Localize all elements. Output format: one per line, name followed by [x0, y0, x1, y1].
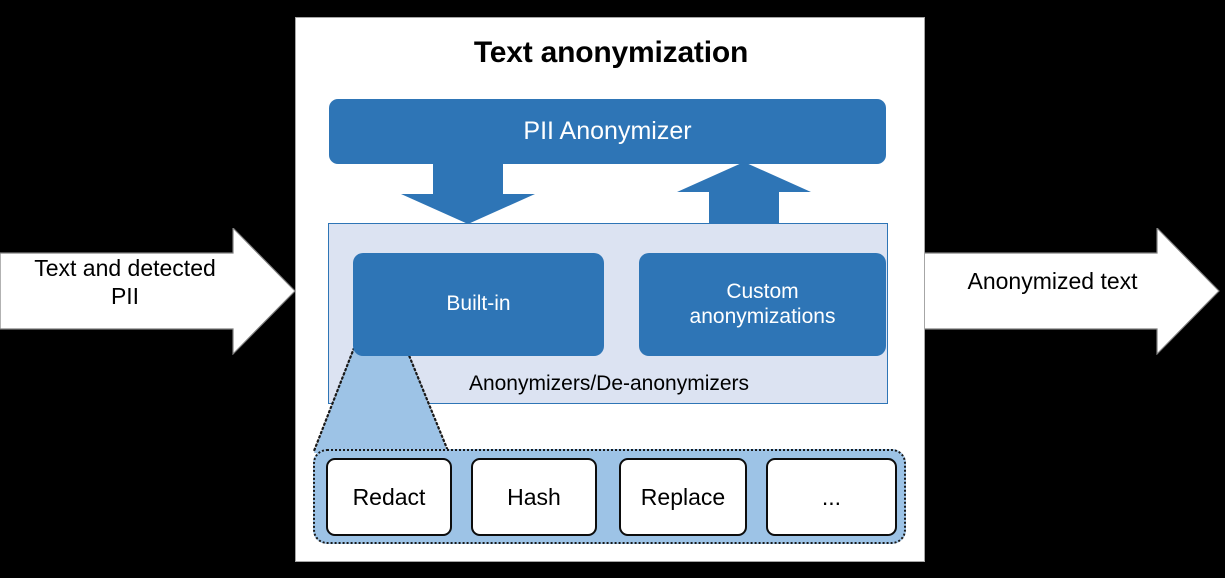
input-flow-label-line2: PII — [110, 282, 140, 309]
built-in-box[interactable]: Built-in — [353, 253, 604, 356]
method-label-more: ... — [821, 483, 842, 510]
custom-anonymizations-label: Custom anonymizations — [690, 280, 836, 330]
input-flow-label: Text and detected PII — [10, 255, 240, 310]
input-flow-label-line1: Text and detected — [34, 255, 216, 281]
method-box-redact[interactable]: Redact — [326, 458, 452, 536]
custom-anonymizations-box[interactable]: Custom anonymizations — [639, 253, 886, 356]
custom-anonymizations-label-line2: anonymizations — [689, 304, 836, 328]
built-in-label: Built-in — [446, 292, 511, 316]
anonymizers-container-label: Anonymizers/De-anonymizers — [468, 372, 750, 395]
down-block-arrow-icon — [401, 162, 535, 224]
method-label-redact: Redact — [352, 483, 426, 510]
method-box-replace[interactable]: Replace — [619, 458, 747, 536]
output-flow-label: Anonymized text — [967, 268, 1138, 294]
diagram-panel: Text anonymization PII Anonymizer Anonym… — [295, 17, 925, 562]
method-label-hash: Hash — [507, 483, 561, 510]
page-title: Text anonymization — [473, 36, 749, 69]
pii-anonymizer-box[interactable]: PII Anonymizer — [329, 99, 886, 164]
pii-anonymizer-label: PII Anonymizer — [523, 117, 692, 145]
custom-anonymizations-label-line1: Custom — [726, 279, 799, 303]
input-flow-arrow — [0, 228, 296, 355]
method-label-replace: Replace — [640, 483, 726, 510]
up-block-arrow-icon — [677, 162, 811, 224]
output-flow-arrow — [920, 228, 1220, 355]
method-box-more[interactable]: ... — [766, 458, 897, 536]
method-box-hash[interactable]: Hash — [471, 458, 597, 536]
